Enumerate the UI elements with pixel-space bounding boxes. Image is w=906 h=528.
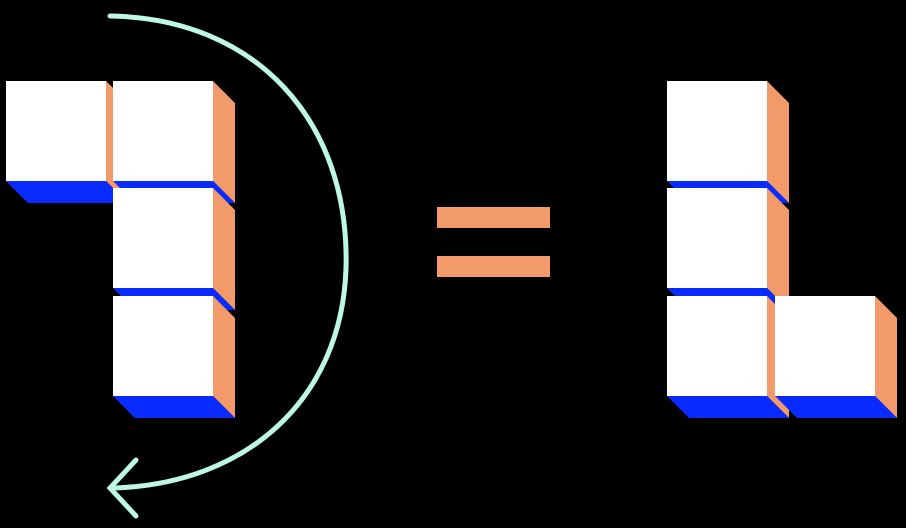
cube-side-face [767,81,789,203]
cube-shape-after-rotation [667,81,897,418]
cube-front-face [667,81,767,181]
cube-side-face [213,188,235,310]
equals-icon-bottom-bar [437,256,550,277]
rotation-arrow [106,13,349,519]
arrowhead-icon [106,457,139,519]
cube-front-face [667,296,767,396]
cube-front-face [667,188,767,288]
equals-sign [437,207,550,277]
cube-side-face [213,81,235,203]
cube-side-face [767,188,789,310]
cube-bottom-face [775,396,897,418]
cube-shape-before-rotation [6,81,235,418]
cube-top-left [6,81,128,203]
cube-bottom-face [667,396,789,418]
curved-arrow-icon [107,13,349,491]
cube-bottom-face [6,181,128,203]
cube-front-face [6,81,106,181]
cube-top-left [667,81,789,203]
cube-bottom-right [113,296,235,418]
cube-bottom-left [667,296,789,418]
cube-front-face [113,296,213,396]
cube-front-face [775,296,875,396]
cube-front-face [113,81,213,181]
cube-front-face [113,188,213,288]
cube-top-right [113,81,235,203]
cube-bottom-right [775,296,897,418]
equals-icon-top-bar [437,207,550,228]
cube-side-face [875,296,897,418]
cube-side-face [213,296,235,418]
cube-middle-left [667,188,789,310]
cube-middle-right [113,188,235,310]
cube-bottom-face [113,396,235,418]
